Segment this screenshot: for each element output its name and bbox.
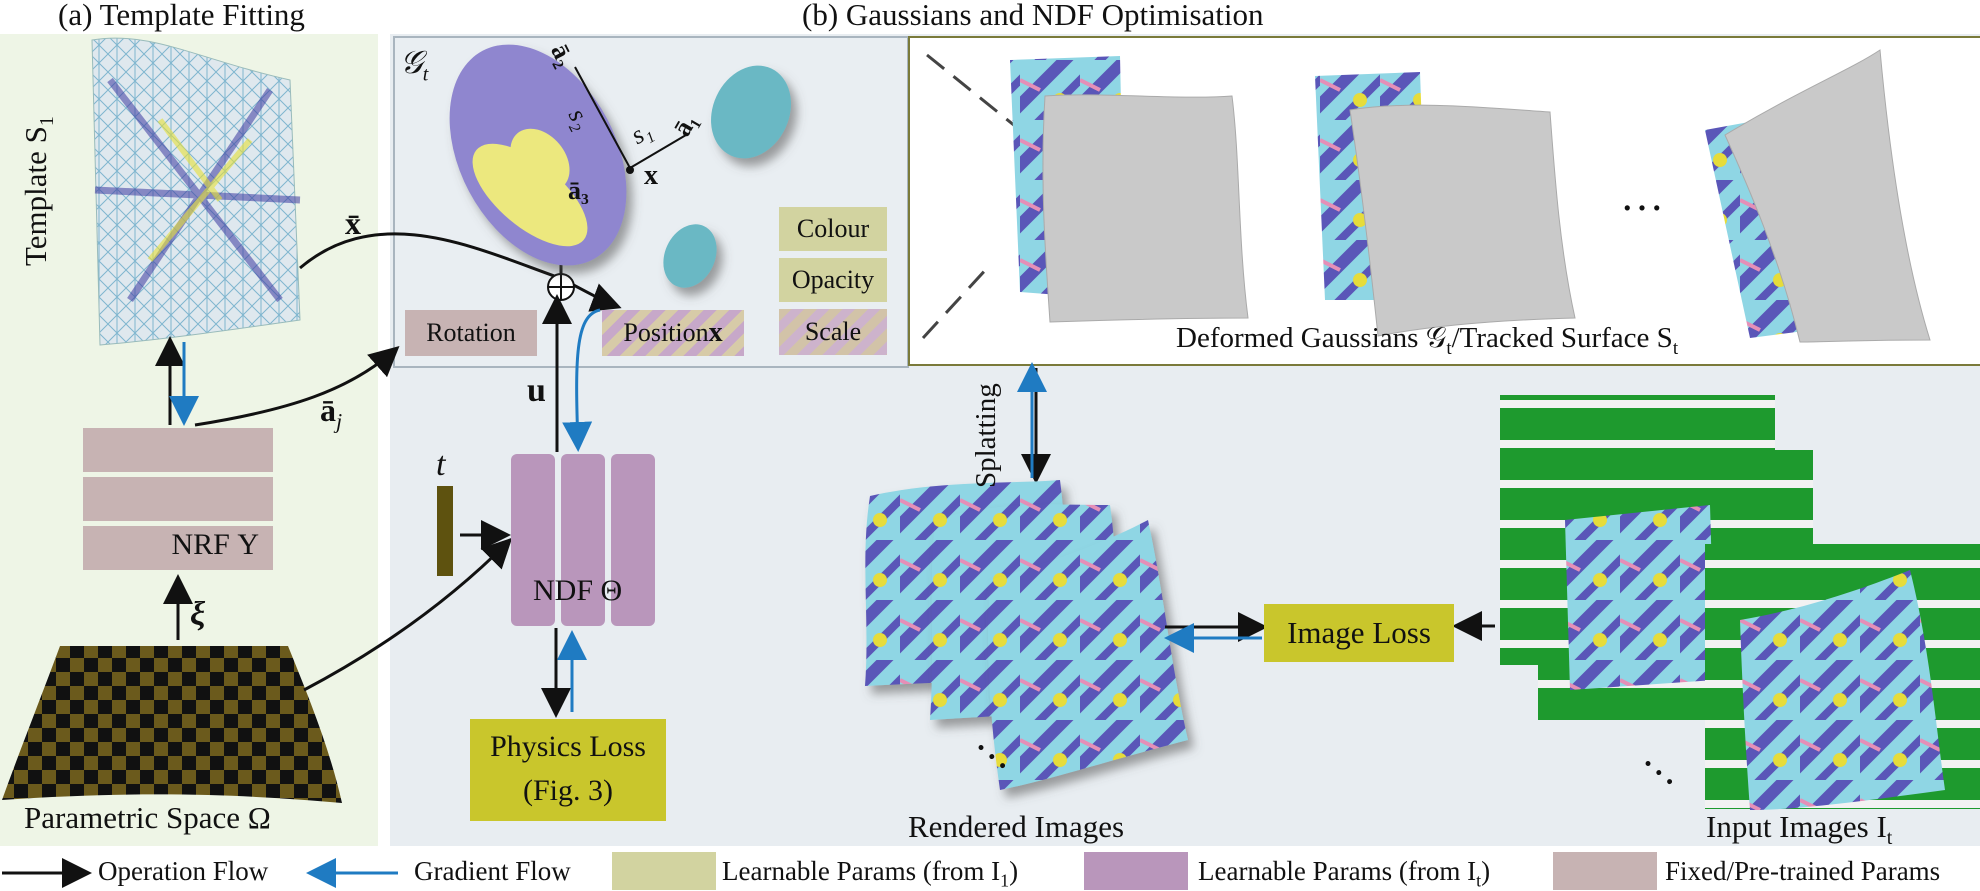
tracked-surface-2	[1315, 72, 1576, 337]
legend-learnable-i1: Learnable Params (from I1)	[722, 856, 1019, 891]
xbar-label: x̄	[345, 205, 361, 241]
rendered-images	[865, 480, 1188, 790]
legend-swatch-learnable-it	[1084, 852, 1188, 890]
opacity-param: Opacity	[779, 258, 887, 302]
image-loss-box: Image Loss	[1264, 604, 1454, 662]
gt-label: 𝒢t	[400, 44, 429, 86]
a3-label: ā₃	[568, 176, 589, 205]
legend-gradient-flow: Gradient Flow	[414, 856, 571, 886]
position-param: Positionx	[602, 310, 744, 356]
x-label: x	[644, 160, 658, 191]
physics-loss-box: Physics Loss (Fig. 3)	[470, 719, 666, 821]
u-label: u	[527, 372, 546, 409]
time-input-bar	[437, 486, 453, 576]
abar-label: āj	[320, 392, 343, 434]
scale-param: Scale	[779, 309, 887, 355]
input-images-label: Input Images It	[1706, 809, 1893, 850]
physics-loss-ref: (Fig. 3)	[523, 774, 613, 807]
template-label: Template S1	[18, 116, 59, 266]
colour-param: Colour	[779, 207, 887, 251]
panel-a-title: (a) Template Fitting	[58, 0, 305, 32]
physics-loss-title: Physics Loss	[490, 730, 646, 763]
nrf-label: NRF Υ	[171, 528, 259, 561]
rendered-images-label: Rendered Images	[908, 809, 1125, 844]
legend-learnable-it: Learnable Params (from It)	[1198, 856, 1491, 891]
ellipsis-frames: …	[1620, 171, 1664, 220]
input-images	[1500, 395, 1980, 810]
xi-label: ξ	[190, 596, 206, 633]
panel-b-title: (b) Gaussians and NDF Optimisation	[802, 0, 1264, 32]
ndf-layer-3	[611, 454, 655, 626]
ndf-label: NDF Θ	[533, 574, 623, 607]
ndf-layer-1	[511, 454, 555, 626]
ndf-layer-2	[561, 454, 605, 626]
tracked-surface-1	[1010, 56, 1249, 323]
splatting-label: Splatting	[970, 383, 1002, 488]
deformed-gaussians-label: Deformed Gaussians 𝒢t/Tracked Surface St	[1176, 322, 1679, 359]
parametric-space-image	[2, 646, 342, 803]
t-label: t	[436, 446, 446, 483]
legend-swatch-fixed	[1553, 852, 1657, 890]
gaussian-ellipses	[449, 44, 791, 288]
nrf-layer-1	[83, 428, 273, 472]
legend-operation-flow: Operation Flow	[98, 856, 269, 886]
tracked-surface-3	[1705, 49, 1931, 343]
legend-fixed: Fixed/Pre-trained Params	[1665, 856, 1941, 886]
nrf-layer-2	[83, 477, 273, 521]
parametric-space-label: Parametric Space Ω	[24, 800, 271, 835]
nrf-layer-3: NRF Υ	[83, 526, 273, 570]
rotation-param: Rotation	[405, 310, 537, 356]
legend-swatch-learnable-i1	[612, 852, 716, 890]
